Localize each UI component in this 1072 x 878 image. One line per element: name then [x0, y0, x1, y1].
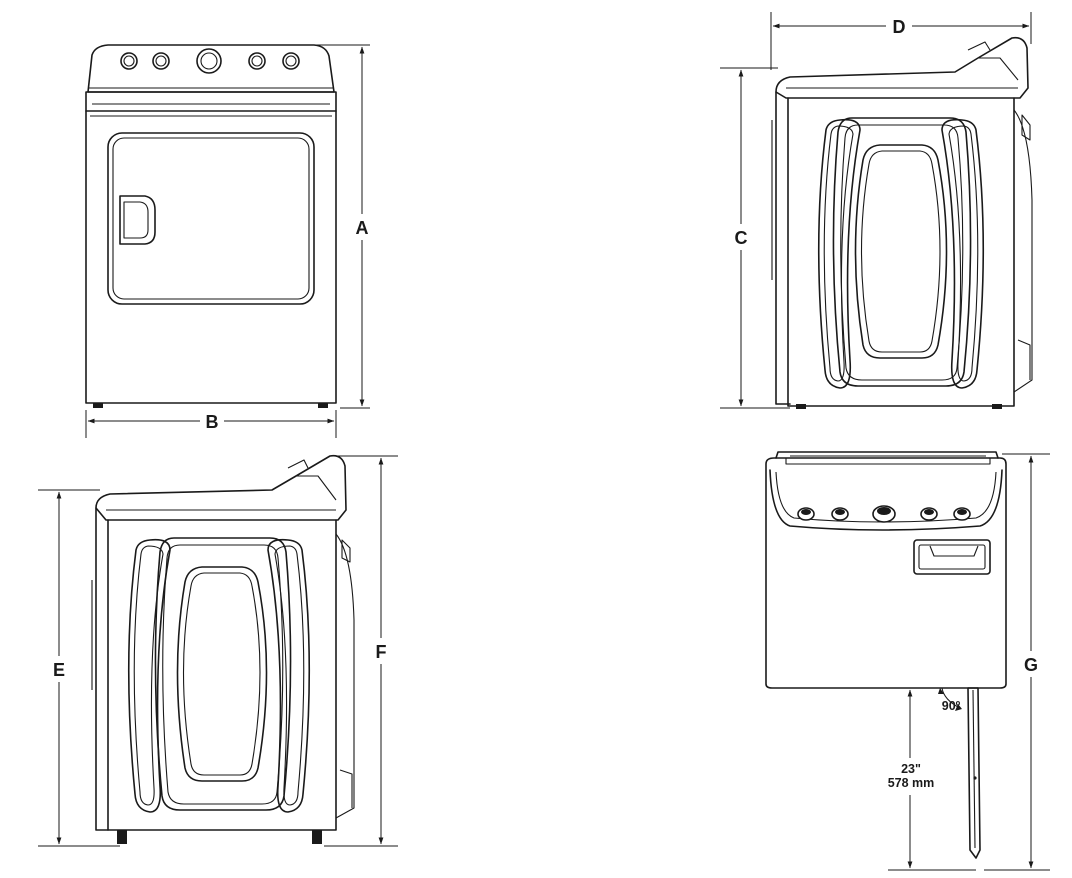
door-handle: [119, 195, 156, 245]
dimension-f: F: [324, 455, 398, 847]
dimension-g: G: [984, 453, 1050, 871]
dimension-label-g: G: [1024, 655, 1038, 675]
control-knob: [152, 52, 170, 70]
dimension-label-b: B: [206, 412, 219, 432]
dimension-label-e: E: [53, 660, 65, 680]
door-clearance-dimension: 23" 578 mm: [888, 687, 976, 871]
dimension-c: C: [720, 67, 790, 409]
control-knob: [920, 507, 938, 521]
control-knob: [953, 507, 971, 521]
control-knob: [831, 507, 849, 521]
front-view: [85, 44, 337, 408]
door-angle-indicator: 90º: [938, 687, 962, 713]
door-clearance-inches: 23": [901, 762, 921, 776]
control-knob: [196, 48, 222, 74]
lint-screen: [913, 539, 991, 575]
dimension-a: A: [314, 44, 370, 409]
open-door: [967, 687, 981, 859]
dimension-d: D: [770, 12, 1032, 70]
door-clearance-mm: 578 mm: [888, 776, 935, 790]
dimension-label-d: D: [893, 17, 906, 37]
side-view-upper: [771, 36, 1033, 409]
control-knob: [797, 507, 815, 521]
top-view-open-door: [765, 451, 1007, 859]
dimension-e: E: [38, 489, 120, 847]
side-view-lower: [91, 454, 355, 844]
control-knob: [282, 52, 300, 70]
control-knob: [120, 52, 138, 70]
dimension-label-f: F: [376, 642, 387, 662]
dimension-label-c: C: [735, 228, 748, 248]
dimension-label-a: A: [356, 218, 369, 238]
control-knob: [872, 505, 896, 523]
control-knob: [248, 52, 266, 70]
dimension-b: B: [85, 410, 337, 438]
door-angle-label: 90º: [942, 699, 961, 713]
